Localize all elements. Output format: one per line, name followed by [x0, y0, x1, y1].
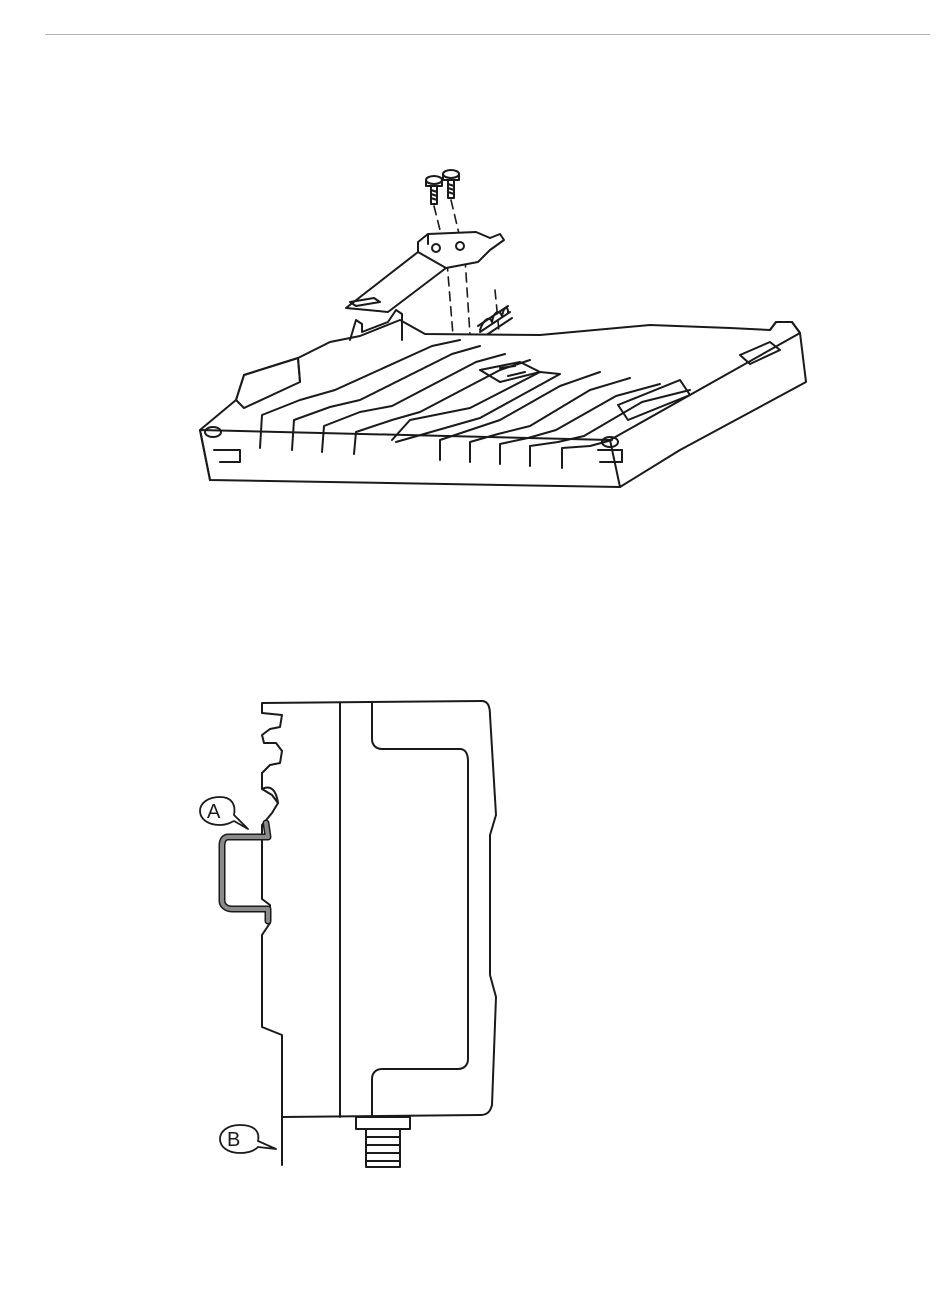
- alignment-lines: [434, 200, 500, 342]
- screw-right: [443, 170, 459, 198]
- bottom-connector: [356, 1117, 410, 1167]
- top-rule: [45, 34, 930, 35]
- base-plate: [200, 310, 806, 487]
- mounting-bracket: [346, 232, 504, 312]
- assembly-figure: [0, 150, 950, 510]
- side-view-drawing: A B: [0, 685, 950, 1185]
- assembly-drawing: [0, 150, 950, 510]
- device-housing: [262, 701, 496, 1117]
- callout-a-label: A: [207, 801, 221, 823]
- side-view-figure: A B: [0, 685, 950, 1185]
- callout-b-label: B: [227, 1129, 240, 1151]
- screw-left: [426, 176, 442, 204]
- spring: [478, 306, 512, 338]
